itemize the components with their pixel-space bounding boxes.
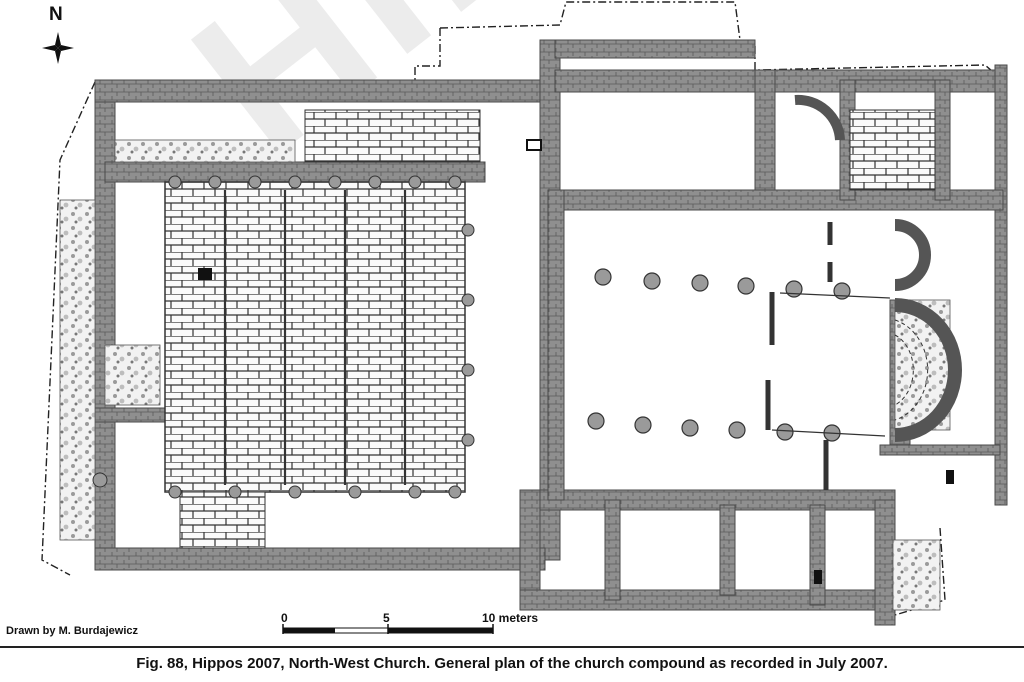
- compass-rose-icon: [42, 32, 74, 64]
- paved-atrium: [164, 109, 936, 549]
- drawing-credit: Drawn by M. Burdajewicz: [6, 625, 139, 637]
- rubble-areas: [59, 139, 951, 611]
- room-markers: [526, 139, 954, 584]
- scale-label-5: 5: [383, 611, 390, 625]
- chancel-screen: [765, 222, 833, 490]
- north-label: N: [49, 4, 63, 25]
- atrium-column-bases: [92, 175, 475, 499]
- scale-bar: [282, 624, 494, 634]
- apses: [794, 94, 962, 442]
- excavation-boundary: [41, 1, 1001, 616]
- apse-benches: [894, 319, 929, 421]
- site-plan: [41, 1, 1008, 634]
- scale-label-0: 0: [281, 611, 288, 625]
- figure-caption: Fig. 88, Hippos 2007, North-West Church.…: [136, 655, 888, 672]
- caption-divider: [0, 646, 1024, 648]
- compound-walls: [94, 39, 1008, 626]
- chancel-rails: [771, 292, 891, 437]
- scale-label-10: 10 meters: [482, 611, 539, 625]
